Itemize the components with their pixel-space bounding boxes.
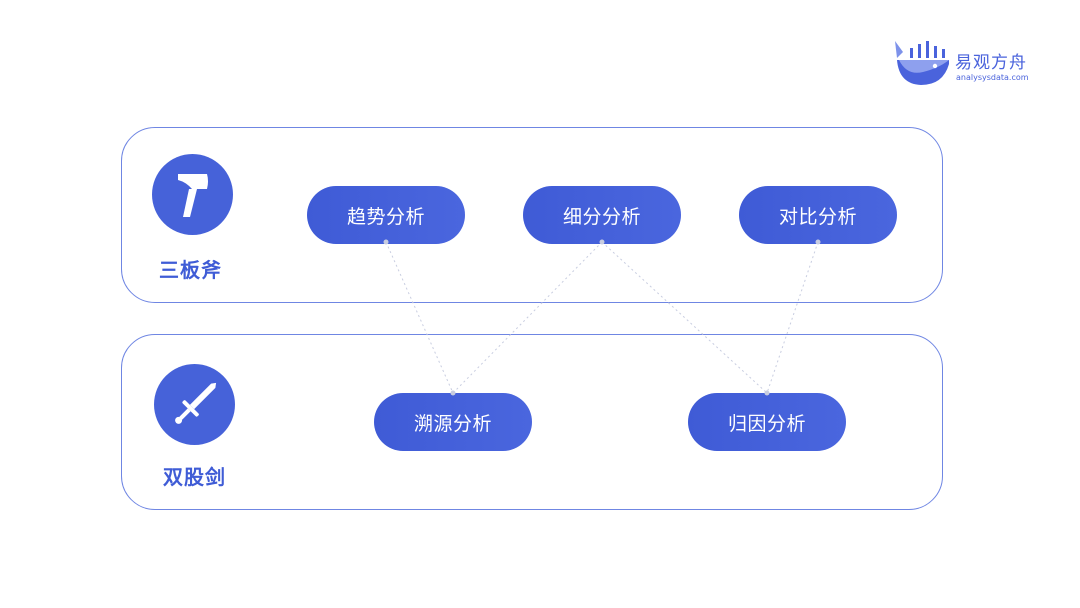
method-segment-analysis[interactable]: 细分分析 (523, 186, 681, 244)
group-label-twin-swords: 双股剑 (163, 465, 226, 489)
brand-logo: 易观方舟 analysysdata.com (893, 38, 1043, 88)
brand-name: 易观方舟 (955, 53, 1027, 73)
method-trend-analysis[interactable]: 趋势分析 (307, 186, 465, 244)
group-label-three-axes: 三板斧 (159, 258, 222, 282)
method-trace-analysis[interactable]: 溯源分析 (374, 393, 532, 451)
method-compare-analysis[interactable]: 对比分析 (739, 186, 897, 244)
axe-icon (152, 154, 233, 235)
method-attribution-analysis[interactable]: 归因分析 (688, 393, 846, 451)
sword-icon (154, 364, 235, 445)
whale-chart-logo-icon (895, 41, 949, 85)
brand-url: analysysdata.com (956, 73, 1029, 82)
